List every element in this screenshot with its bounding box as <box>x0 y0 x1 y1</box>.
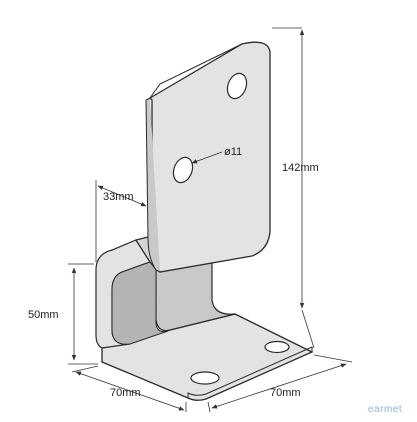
upright-plate <box>148 41 271 273</box>
inner-side-wall <box>111 261 169 345</box>
base-hole-left <box>190 371 220 385</box>
upright-hole-top <box>226 72 248 100</box>
label-total-height: 142mm <box>282 162 319 174</box>
dimension-width-right <box>207 354 353 413</box>
watermark-logo: earmet <box>368 404 402 415</box>
base-plate-edge <box>101 346 313 398</box>
dimension-hole-leader <box>191 151 223 164</box>
label-hole-diameter: ø11 <box>224 146 242 158</box>
dimension-total-height <box>272 27 315 349</box>
upright-chamfer <box>149 43 243 99</box>
dimension-offset <box>95 180 147 262</box>
label-offset: 33mm <box>103 191 134 203</box>
label-depth-left: 70mm <box>110 387 141 399</box>
label-width-right: 70mm <box>270 387 301 399</box>
dimension-base-height <box>68 263 98 365</box>
upright-plate-thickness <box>145 97 161 273</box>
label-base-height: 50mm <box>28 309 59 321</box>
dimension-depth-left <box>71 365 187 412</box>
upright-hole-lower <box>172 156 194 184</box>
base-hole-right <box>264 340 290 354</box>
